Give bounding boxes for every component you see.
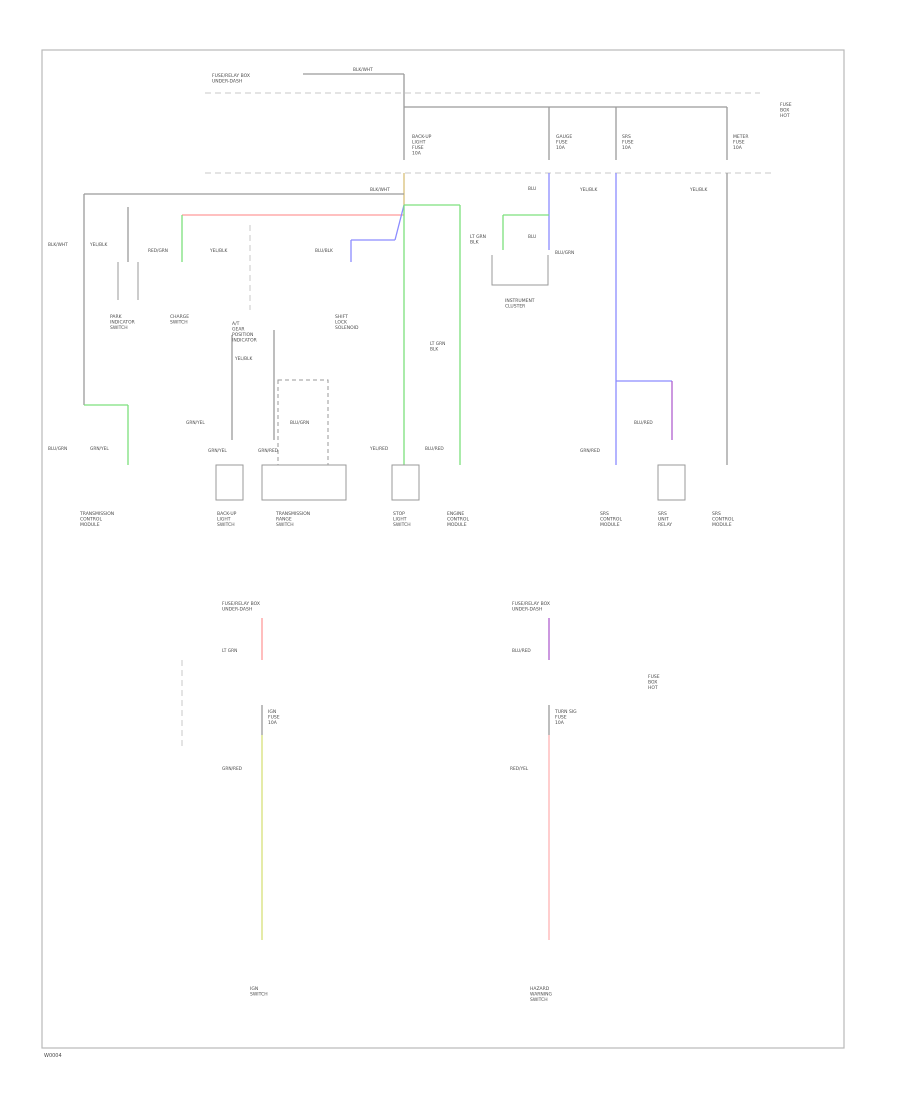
lower-wire-right-top: BLU/RED bbox=[512, 648, 531, 654]
wire-18-label: BLU/RED bbox=[634, 420, 653, 426]
diagram-frame bbox=[41, 49, 845, 1049]
footer-code: W0004 bbox=[44, 1053, 62, 1059]
blue-wire-left bbox=[394, 204, 405, 241]
wire-24-label: GRN/YEL bbox=[208, 448, 227, 454]
wire-6-label: BLU bbox=[528, 186, 536, 192]
range-switch-bottom-box bbox=[261, 464, 347, 501]
top-bus-label: BLK/WHT bbox=[353, 67, 373, 73]
lower-wire-right-mid: RED/YEL bbox=[510, 766, 529, 772]
wire-22-label: BLU/RED bbox=[425, 446, 444, 452]
park-switch-body bbox=[117, 262, 139, 300]
wire-5-label: BLU/BLK bbox=[315, 248, 333, 254]
wire-11-label: YEL/BLK bbox=[234, 356, 253, 362]
wire-13-label: YEL/BLK bbox=[689, 187, 708, 193]
lower-wire-left-top: LT GRN bbox=[222, 648, 237, 654]
wire-1-label: BLK/WHT bbox=[370, 187, 390, 193]
wire-19-label: BLU/GRN bbox=[290, 420, 309, 426]
wire-12-label: YEL/BLK bbox=[579, 187, 598, 193]
wire-14-label: BLK/WHT bbox=[48, 242, 68, 248]
srs-relay-box bbox=[657, 464, 686, 501]
wire-9-label: BLU/GRN bbox=[555, 250, 574, 256]
wire-16-label: GRN/YEL bbox=[90, 446, 109, 452]
stop-switch-box bbox=[391, 464, 420, 501]
backup-switch-box bbox=[215, 464, 244, 501]
wire-7-label: BLU bbox=[528, 234, 536, 240]
range-switch-box bbox=[277, 379, 329, 466]
wire-17-label: GRN/YEL bbox=[186, 420, 205, 426]
wire-4-label: YEL/BLK bbox=[209, 248, 228, 254]
lower-wire-left-mid: GRN/RED bbox=[222, 766, 243, 772]
wire-23-label: GRN/RED bbox=[580, 448, 601, 454]
wire-21-label: YEL/RED bbox=[369, 446, 389, 452]
wire-3-label: RED/GRN bbox=[148, 248, 168, 254]
instrument-cluster-shape bbox=[491, 255, 549, 286]
wire-15-label: BLU/GRN bbox=[48, 446, 67, 452]
wire-25-label: GRN/RED bbox=[258, 448, 279, 454]
wire-2-label: YEL/BLK bbox=[89, 242, 108, 248]
